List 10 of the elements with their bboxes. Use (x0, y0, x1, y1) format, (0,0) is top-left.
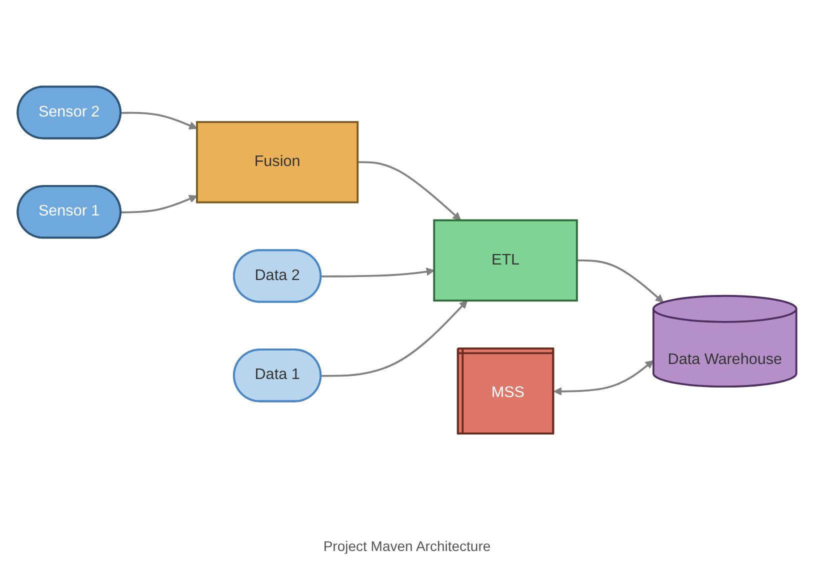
arrow (554, 360, 654, 396)
arrow (321, 267, 434, 278)
arrow (120, 194, 198, 214)
node-box: ETL (433, 219, 578, 302)
arrow (358, 161, 462, 221)
arrow (321, 300, 468, 377)
caption: Project Maven Architecture (323, 538, 491, 554)
node-box: Fusion (196, 121, 359, 204)
arrow (120, 112, 198, 130)
arrow (576, 259, 664, 303)
